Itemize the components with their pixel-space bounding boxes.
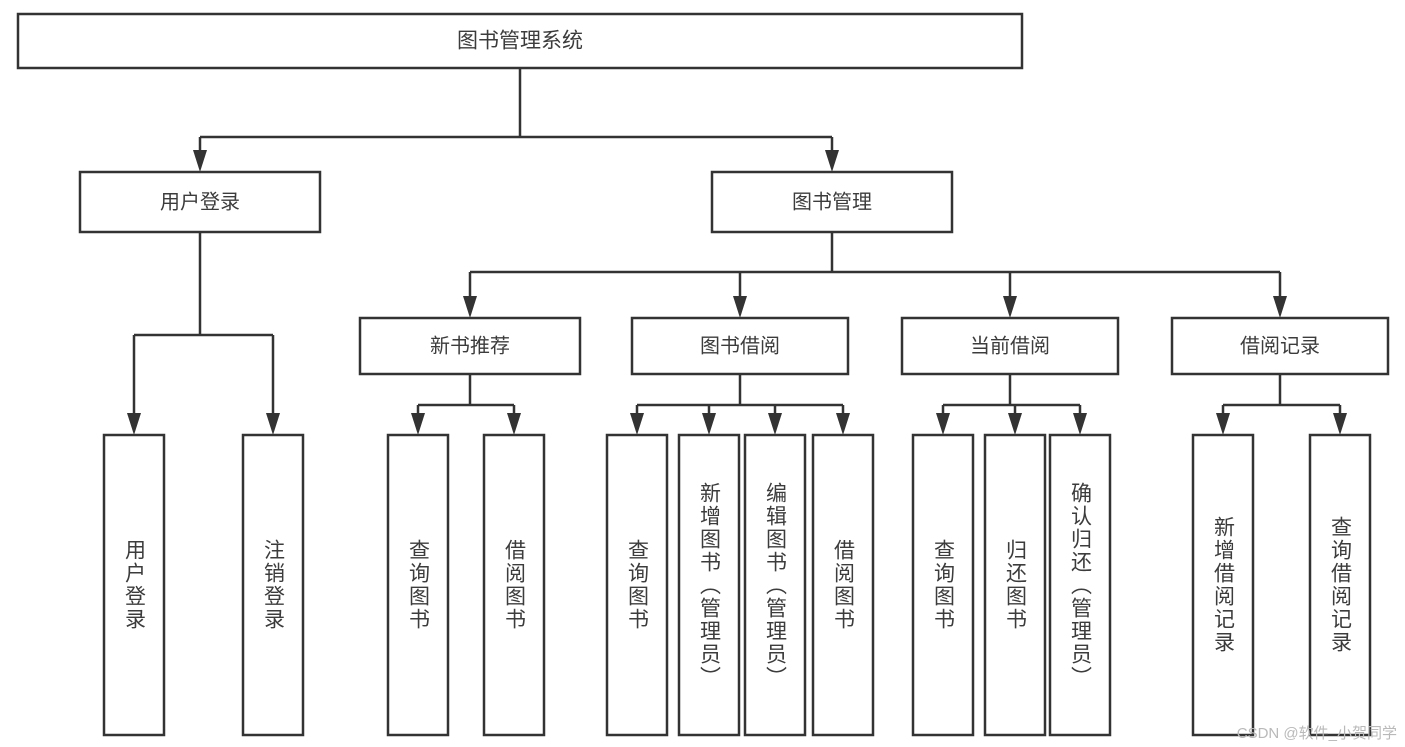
arrow-head-icon <box>266 413 280 435</box>
node-box-新增图书管理员[interactable] <box>677 433 741 737</box>
arrow-head-icon <box>507 413 521 435</box>
node-box-编辑图书管理员[interactable] <box>743 433 807 737</box>
node-label-图书管理系统: 图书管理系统 <box>457 30 583 53</box>
arrow-head-icon <box>825 150 839 172</box>
node-box-新书推荐[interactable] <box>358 316 582 376</box>
node-box-图书管理系统[interactable] <box>16 12 1024 70</box>
arrow-head-icon <box>702 413 716 435</box>
arrow-head-icon <box>836 413 850 435</box>
arrow-head-icon <box>1273 296 1287 318</box>
arrow-head-icon <box>1008 413 1022 435</box>
node-box-查询图书[interactable] <box>911 433 975 737</box>
node-box-查询借阅记录[interactable] <box>1308 433 1372 737</box>
node-box-用户登录[interactable] <box>78 170 322 234</box>
arrow-head-icon <box>193 150 207 172</box>
node-label-新书推荐: 新书推荐 <box>430 334 510 357</box>
arrow-head-icon <box>936 413 950 435</box>
node-box-当前借阅[interactable] <box>900 316 1120 376</box>
arrow-head-icon <box>1073 413 1087 435</box>
node-box-用户登录[interactable] <box>102 433 166 737</box>
node-box-图书管理[interactable] <box>710 170 954 234</box>
arrow-head-icon <box>768 413 782 435</box>
node-box-确认归还管理员[interactable] <box>1048 433 1112 737</box>
arrow-head-icon <box>1003 296 1017 318</box>
boxes-layer <box>16 12 1390 737</box>
arrow-head-icon <box>1216 413 1230 435</box>
node-box-查询图书[interactable] <box>605 433 669 737</box>
node-box-归还图书[interactable] <box>983 433 1047 737</box>
arrow-head-icon <box>1333 413 1347 435</box>
node-label-借阅记录: 借阅记录 <box>1240 334 1320 357</box>
node-label-图书借阅: 图书借阅 <box>700 334 780 357</box>
node-box-新增借阅记录[interactable] <box>1191 433 1255 737</box>
node-box-注销登录[interactable] <box>241 433 305 737</box>
node-box-借阅图书[interactable] <box>482 433 546 737</box>
node-label-当前借阅: 当前借阅 <box>970 334 1050 357</box>
node-box-图书借阅[interactable] <box>630 316 850 376</box>
node-label-用户登录: 用户登录 <box>160 190 240 213</box>
arrow-head-icon <box>463 296 477 318</box>
node-box-借阅记录[interactable] <box>1170 316 1390 376</box>
arrow-head-icon <box>733 296 747 318</box>
arrow-head-icon <box>127 413 141 435</box>
watermark-text: CSDN @软件_小贺同学 <box>1236 725 1397 742</box>
node-box-查询图书[interactable] <box>386 433 450 737</box>
arrow-head-icon <box>630 413 644 435</box>
node-label-图书管理: 图书管理 <box>792 190 872 213</box>
node-box-借阅图书[interactable] <box>811 433 875 737</box>
arrow-head-icon <box>411 413 425 435</box>
connectors-layer <box>127 68 1347 435</box>
